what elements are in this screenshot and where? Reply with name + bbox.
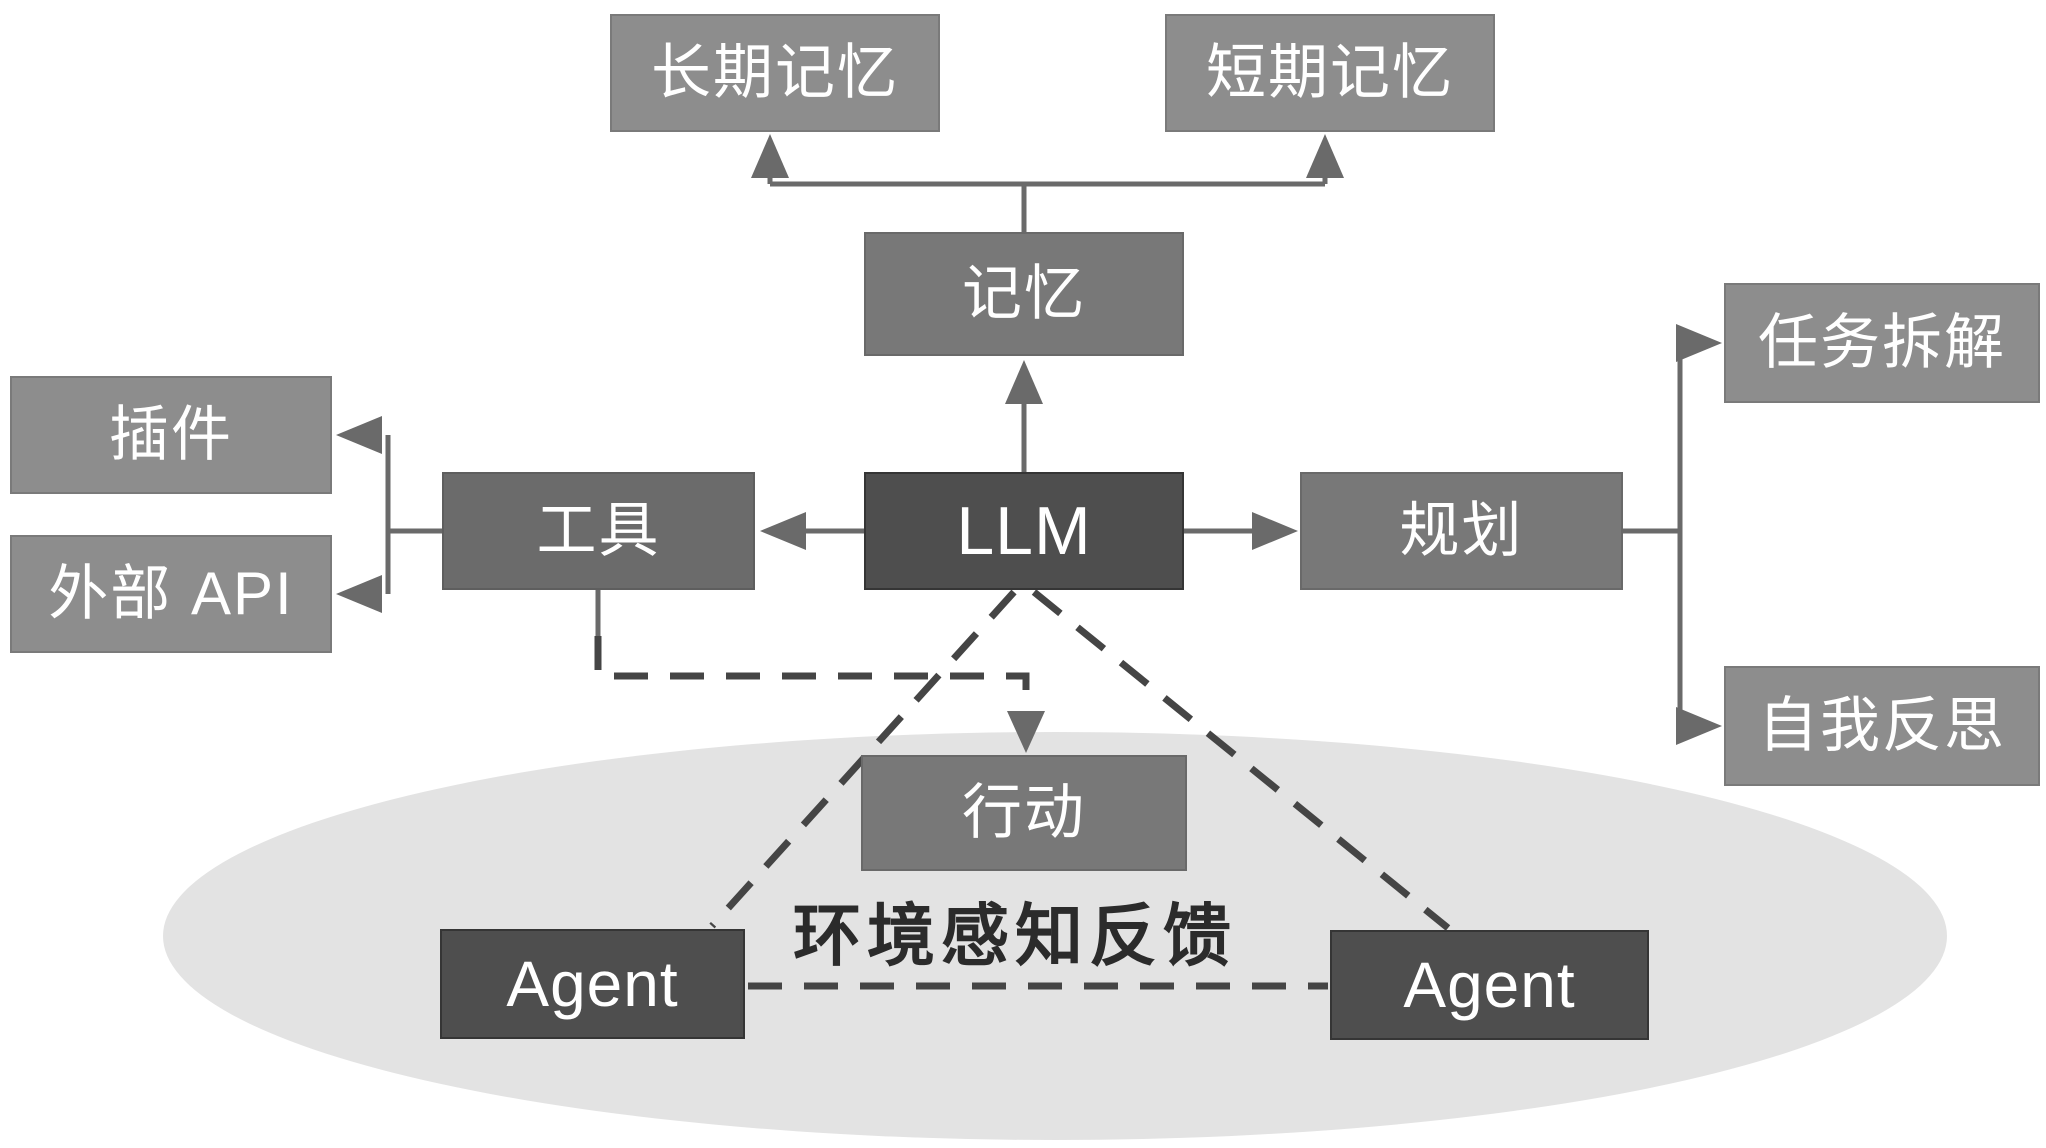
- node-task-decomposition: 任务拆解: [1724, 283, 2040, 403]
- node-planning: 规划: [1300, 472, 1623, 590]
- plugin-label: 插件: [109, 401, 233, 468]
- llm-to-right-agent-dashed-line: [1031, 589, 1451, 931]
- action-label: 行动: [962, 779, 1086, 846]
- arrowhead-to-planning: [1252, 512, 1298, 550]
- environment-feedback-label: 环境感知反馈: [792, 898, 1238, 975]
- arrowhead-to-short-term-memory: [1306, 134, 1344, 178]
- tools-to-action-dashed-path: [594, 636, 1030, 714]
- planning-label: 规划: [1399, 497, 1524, 564]
- tools-label: 工具: [536, 497, 661, 564]
- arrowhead-to-task-decomposition: [1676, 324, 1722, 362]
- arrowhead-to-long-term-memory: [751, 134, 789, 178]
- node-short-term-memory: 短期记忆: [1165, 14, 1495, 132]
- llm-label: LLM: [956, 493, 1092, 569]
- node-self-reflection: 自我反思: [1724, 666, 2040, 786]
- node-long-term-memory: 长期记忆: [610, 14, 940, 132]
- memory-label: 记忆: [962, 260, 1086, 327]
- self-reflection-label: 自我反思: [1758, 692, 2006, 759]
- node-plugin: 插件: [10, 376, 332, 494]
- node-tools: 工具: [442, 472, 755, 590]
- node-agent-right: Agent: [1330, 930, 1649, 1040]
- agent-right-label: Agent: [1403, 949, 1576, 1021]
- long-term-memory-label: 长期记忆: [651, 39, 899, 106]
- arrowhead-to-external-api: [336, 575, 382, 613]
- node-external-api: 外部 API: [10, 535, 332, 653]
- node-action: 行动: [861, 755, 1187, 871]
- node-llm: LLM: [864, 472, 1184, 590]
- node-memory: 记忆: [864, 232, 1184, 356]
- node-agent-left: Agent: [440, 929, 745, 1039]
- arrowhead-to-plugin: [336, 416, 382, 454]
- arrowhead-to-tools: [760, 512, 806, 550]
- short-term-memory-label: 短期记忆: [1206, 39, 1454, 106]
- external-api-label: 外部 API: [48, 560, 294, 627]
- arrowhead-to-action: [1007, 711, 1045, 753]
- arrowhead-to-memory: [1005, 360, 1043, 404]
- agent-left-label: Agent: [506, 948, 679, 1020]
- arrowhead-to-self-reflection: [1676, 707, 1722, 745]
- task-decomposition-label: 任务拆解: [1758, 309, 2006, 376]
